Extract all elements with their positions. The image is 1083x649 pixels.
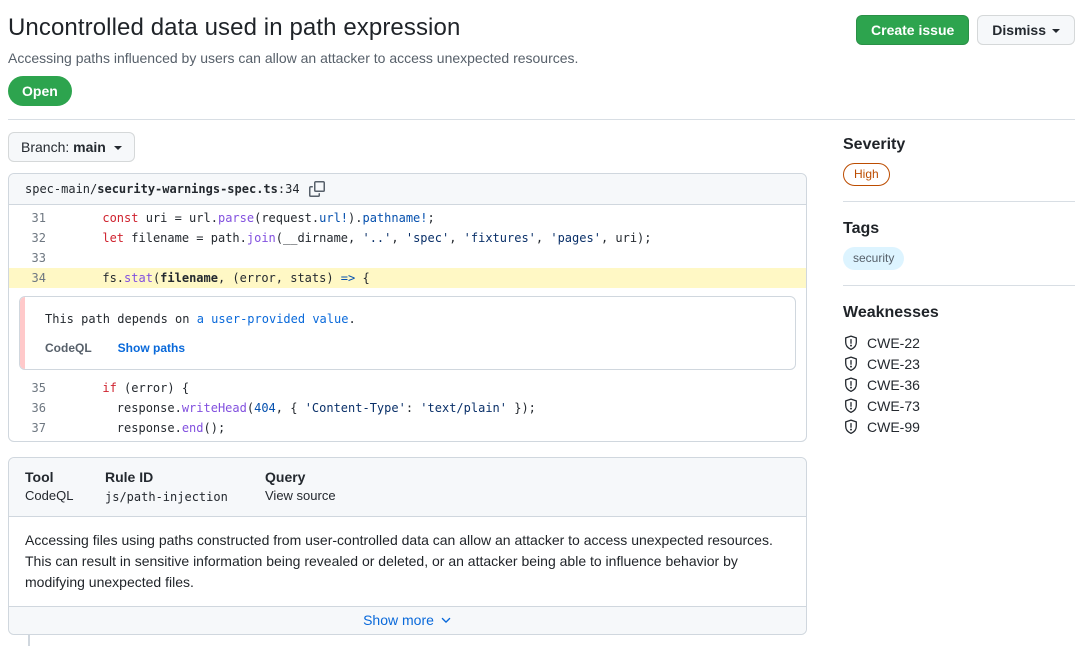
code-lines-before: 31 const uri = url.parse(request.url!).p… bbox=[9, 208, 806, 288]
details-column-rule-id: Rule ID js/path-injection bbox=[105, 469, 265, 504]
code-line-33: 33 bbox=[9, 248, 806, 268]
weakness-item-cwe-73[interactable]: CWE-73 bbox=[843, 395, 1075, 416]
line-number[interactable]: 32 bbox=[31, 231, 46, 245]
page-subtitle: Accessing paths influenced by users can … bbox=[8, 50, 579, 66]
tags-heading: Tags bbox=[843, 220, 880, 237]
code-lines-after: 35 if (error) {36 response.writeHead(404… bbox=[9, 378, 806, 438]
code-text: const uri = url.parse(request.url!).path… bbox=[102, 211, 435, 225]
shield-alert-icon bbox=[845, 397, 857, 413]
code-snippet-card: spec-main/security-warnings-spec.ts:34 3… bbox=[8, 173, 807, 442]
branch-selector-label: Branch: main bbox=[21, 139, 106, 155]
details-column-label: Rule ID bbox=[105, 469, 154, 485]
show-paths-link[interactable]: Show paths bbox=[117, 341, 186, 355]
tag-list: security bbox=[843, 238, 1075, 270]
code-text: response.end(); bbox=[59, 421, 226, 435]
shield-alert-icon bbox=[845, 334, 857, 350]
line-number[interactable]: 33 bbox=[31, 251, 46, 265]
weaknesses-section: Weaknesses CWE-22 CWE-23 CWE-36 CWE-73 C… bbox=[843, 300, 1075, 437]
details-column-label: Query bbox=[265, 469, 306, 485]
code-line-32: 32 let filename = path.join(__dirname, '… bbox=[9, 228, 806, 248]
details-column-value[interactable]: View source bbox=[265, 488, 336, 503]
alert-header: Uncontrolled data used in path expressio… bbox=[8, 14, 1075, 106]
main-column: Branch: main spec-main/security-warnings… bbox=[8, 132, 807, 646]
weakness-label: CWE-99 bbox=[867, 418, 920, 435]
details-column-value: CodeQL bbox=[25, 488, 74, 503]
sidebar-divider bbox=[843, 201, 1075, 202]
copy-icon bbox=[308, 181, 325, 197]
weaknesses-heading: Weaknesses bbox=[843, 304, 939, 321]
shield-alert-icon bbox=[845, 376, 857, 392]
details-column-value: js/path-injection bbox=[105, 490, 228, 504]
weakness-item-cwe-22[interactable]: CWE-22 bbox=[843, 332, 1075, 353]
chevron-down-icon bbox=[1052, 28, 1060, 33]
rule-description: Accessing files using paths constructed … bbox=[25, 532, 773, 590]
line-number[interactable]: 37 bbox=[31, 421, 46, 435]
sidebar: Severity High Tags security Weaknesses C… bbox=[843, 132, 1075, 646]
code-body: 31 const uri = url.parse(request.url!).p… bbox=[9, 205, 806, 441]
chevron-down-icon bbox=[441, 617, 451, 623]
sidebar-divider bbox=[843, 285, 1075, 286]
severity-heading: Severity bbox=[843, 136, 906, 153]
code-line-36: 36 response.writeHead(404, { 'Content-Ty… bbox=[9, 398, 806, 418]
annotation-severity-stripe bbox=[20, 297, 25, 369]
weakness-label: CWE-22 bbox=[867, 334, 920, 351]
code-line-37: 37 response.end(); bbox=[9, 418, 806, 438]
shield-alert-icon bbox=[845, 418, 857, 434]
weakness-label: CWE-73 bbox=[867, 397, 920, 414]
line-number[interactable]: 34 bbox=[31, 271, 46, 285]
code-line-35: 35 if (error) { bbox=[9, 378, 806, 398]
header-actions: Create issue Dismiss bbox=[856, 14, 1075, 45]
header-divider bbox=[8, 119, 1075, 120]
code-text: if (error) { bbox=[102, 381, 190, 395]
create-issue-button[interactable]: Create issue bbox=[856, 15, 970, 45]
annotation-meta: CodeQL Show paths bbox=[45, 341, 356, 355]
code-text: response.writeHead(404, { 'Content-Type'… bbox=[59, 401, 536, 415]
code-text: let filename = path.join(__dirname, '..'… bbox=[102, 231, 652, 245]
severity-badge: High bbox=[843, 163, 890, 186]
file-path: spec-main/security-warnings-spec.ts:34 bbox=[25, 182, 300, 196]
line-number[interactable]: 31 bbox=[31, 211, 46, 225]
code-text: fs.stat(filename, (error, stats) => { bbox=[59, 271, 370, 285]
code-file-header: spec-main/security-warnings-spec.ts:34 bbox=[9, 174, 806, 205]
timeline-connector bbox=[28, 635, 30, 646]
show-more-button[interactable]: Show more bbox=[9, 606, 806, 634]
weakness-item-cwe-36[interactable]: CWE-36 bbox=[843, 374, 1075, 395]
severity-section: Severity High bbox=[843, 132, 1075, 186]
shield-alert-icon bbox=[845, 355, 857, 371]
code-line-34: 34 fs.stat(filename, (error, stats) => { bbox=[9, 268, 806, 288]
details-column-label: Tool bbox=[25, 469, 54, 485]
alert-annotation: This path depends on a user-provided val… bbox=[19, 296, 796, 370]
annotation-source-label: CodeQL bbox=[45, 341, 92, 355]
alert-header-text: Uncontrolled data used in path expressio… bbox=[8, 14, 578, 106]
dismiss-button-label: Dismiss bbox=[992, 22, 1046, 38]
line-number[interactable]: 36 bbox=[31, 401, 46, 415]
branch-selector[interactable]: Branch: main bbox=[8, 132, 135, 162]
status-badge: Open bbox=[8, 76, 72, 106]
code-line-31: 31 const uri = url.parse(request.url!).p… bbox=[9, 208, 806, 228]
weakness-list: CWE-22 CWE-23 CWE-36 CWE-73 CWE-99 bbox=[843, 332, 1075, 437]
annotation-body: This path depends on a user-provided val… bbox=[25, 297, 372, 369]
copy-path-button[interactable] bbox=[308, 181, 325, 197]
weakness-label: CWE-23 bbox=[867, 355, 920, 372]
chevron-down-icon bbox=[113, 145, 122, 150]
branch-name: main bbox=[73, 139, 106, 155]
weakness-item-cwe-99[interactable]: CWE-99 bbox=[843, 416, 1075, 437]
show-more-label: Show more bbox=[363, 612, 434, 628]
annotation-message: This path depends on a user-provided val… bbox=[45, 312, 356, 326]
dismiss-button[interactable]: Dismiss bbox=[977, 15, 1075, 45]
user-provided-value-link[interactable]: a user-provided value bbox=[196, 312, 349, 326]
tags-section: Tags security bbox=[843, 216, 1075, 270]
tag-security[interactable]: security bbox=[843, 247, 905, 270]
page-title: Uncontrolled data used in path expressio… bbox=[8, 14, 461, 41]
weakness-item-cwe-23[interactable]: CWE-23 bbox=[843, 353, 1075, 374]
line-number[interactable]: 35 bbox=[31, 381, 46, 395]
weakness-label: CWE-36 bbox=[867, 376, 920, 393]
